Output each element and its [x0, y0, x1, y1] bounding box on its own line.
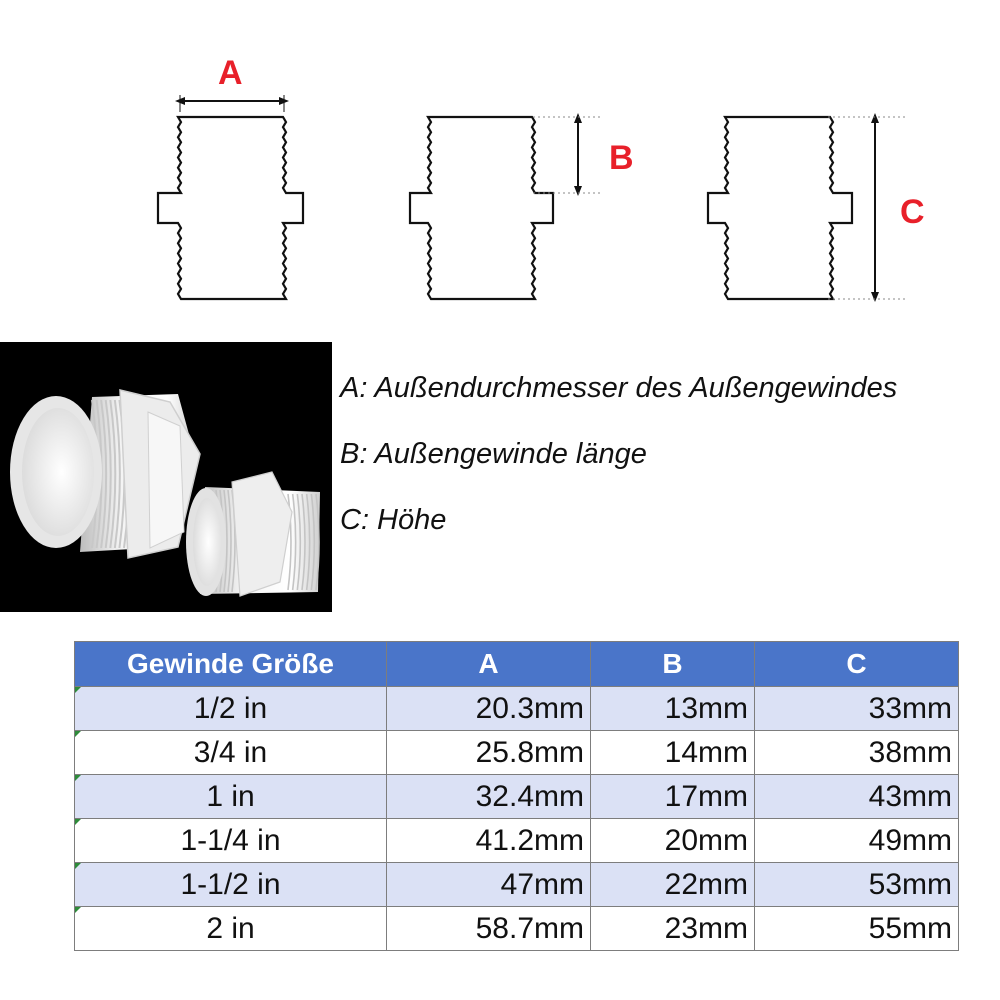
cell-size: 3/4 in: [74, 730, 387, 775]
cell-b: 23mm: [590, 906, 755, 951]
table-row: 1 in 32.4mm 17mm 43mm: [74, 774, 959, 819]
cell-b: 22mm: [590, 862, 755, 907]
table-row: 2 in 58.7mm 23mm 55mm: [74, 906, 959, 951]
cell-c: 33mm: [754, 686, 959, 731]
dimension-label-c: C: [900, 193, 925, 231]
cell-size: 1-1/2 in: [74, 862, 387, 907]
cell-c: 38mm: [754, 730, 959, 775]
dimension-label-b: B: [609, 139, 634, 177]
size-table: Gewinde Größe A B C 1/2 in 20.3mm 13mm 3…: [74, 641, 959, 951]
cell-a: 32.4mm: [386, 774, 591, 819]
header-c: C: [754, 641, 959, 687]
legend-a: A: Außendurchmesser des Außengewindes: [340, 372, 898, 404]
fitting-diagram-c: [706, 115, 854, 301]
table-row: 1-1/4 in 41.2mm 20mm 49mm: [74, 818, 959, 863]
cell-size: 1-1/4 in: [74, 818, 387, 863]
cell-b: 13mm: [590, 686, 755, 731]
fitting-outline: [706, 115, 854, 301]
fitting-diagram-b: [408, 115, 555, 301]
cell-a: 25.8mm: [386, 730, 591, 775]
cell-a: 58.7mm: [386, 906, 591, 951]
cell-b: 17mm: [590, 774, 755, 819]
cell-c: 55mm: [754, 906, 959, 951]
legend-b: B: Außengewinde länge: [340, 438, 647, 470]
table-row: 3/4 in 25.8mm 14mm 38mm: [74, 730, 959, 775]
header-gewinde-groesse: Gewinde Größe: [74, 641, 387, 687]
cell-a: 20.3mm: [386, 686, 591, 731]
large-fitting-image: [10, 389, 201, 559]
cell-c: 49mm: [754, 818, 959, 863]
cell-size: 1 in: [74, 774, 387, 819]
header-b: B: [590, 641, 755, 687]
cell-c: 43mm: [754, 774, 959, 819]
dimension-diagrams: [156, 95, 905, 302]
fitting-outline: [408, 115, 555, 301]
cell-a: 47mm: [386, 862, 591, 907]
table-header-row: Gewinde Größe A B C: [74, 641, 959, 687]
cell-size: 2 in: [74, 906, 387, 951]
cell-b: 20mm: [590, 818, 755, 863]
small-fitting-image: [186, 471, 320, 597]
fitting-outline: [156, 115, 305, 301]
legend-c: C: Höhe: [340, 504, 447, 536]
header-a: A: [386, 641, 591, 687]
product-photo: [0, 342, 332, 612]
fitting-diagram-a: [156, 115, 305, 301]
cell-a: 41.2mm: [386, 818, 591, 863]
table-row: 1/2 in 20.3mm 13mm 33mm: [74, 686, 959, 731]
dimension-label-a: A: [218, 54, 243, 92]
cell-size: 1/2 in: [74, 686, 387, 731]
cell-c: 53mm: [754, 862, 959, 907]
table-row: 1-1/2 in 47mm 22mm 53mm: [74, 862, 959, 907]
cell-b: 14mm: [590, 730, 755, 775]
